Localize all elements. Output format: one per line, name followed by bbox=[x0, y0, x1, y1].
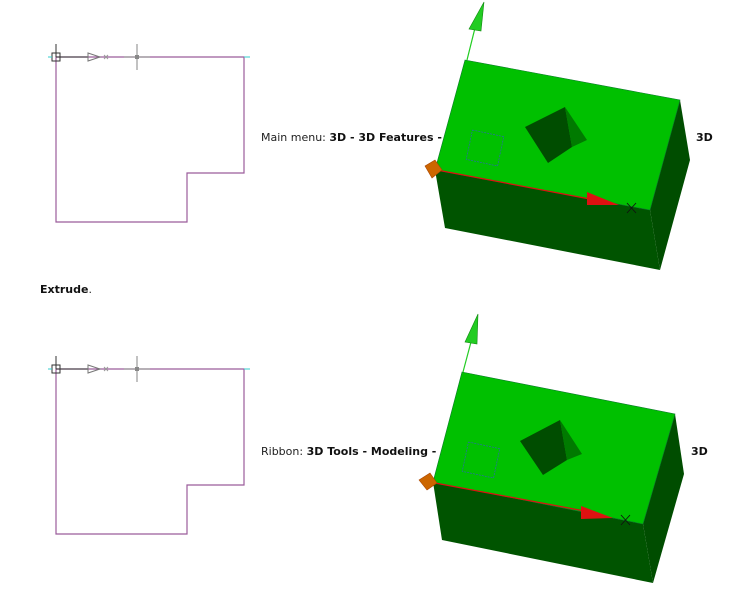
crosshair-cursor-icon bbox=[124, 356, 150, 382]
crosshair-cursor-icon bbox=[124, 44, 150, 70]
y-axis-arrow-icon bbox=[462, 313, 479, 373]
front-face bbox=[433, 482, 653, 583]
y-axis-arrow-icon bbox=[466, 1, 485, 61]
origin-marker-icon bbox=[418, 472, 438, 491]
cursor-x-icon bbox=[620, 514, 631, 526]
extrude-command-name: Extrude bbox=[40, 283, 89, 296]
main-menu-prefix: Main menu: bbox=[261, 131, 330, 144]
l-shaped-profile bbox=[55, 368, 245, 535]
sketch-profile-top bbox=[48, 44, 250, 223]
cursor-x-icon bbox=[626, 202, 637, 214]
main-menu-instruction: Main menu: 3D - 3D Features - bbox=[261, 131, 442, 145]
pyramid-cutout bbox=[525, 107, 587, 163]
extruded-solid-bottom bbox=[418, 313, 684, 583]
right-face bbox=[643, 414, 684, 583]
hidden-square-outline bbox=[465, 129, 505, 167]
front-face bbox=[435, 170, 660, 270]
extrude-command: Extrude. bbox=[40, 283, 92, 297]
x-axis-arrow-icon bbox=[436, 169, 619, 205]
ucs-origin-icon bbox=[48, 356, 102, 374]
pyramid-cutout bbox=[520, 420, 582, 475]
x-mark-icon bbox=[103, 54, 109, 60]
main-menu-suffix-text: 3D bbox=[696, 131, 713, 144]
right-face bbox=[650, 100, 690, 270]
main-menu-path: 3D - 3D Features - bbox=[329, 131, 442, 144]
extruded-solid-top bbox=[424, 1, 690, 270]
extrude-command-punct: . bbox=[88, 283, 92, 296]
sketch-profile-bottom bbox=[48, 356, 250, 535]
origin-marker-icon bbox=[424, 159, 443, 179]
x-mark-icon bbox=[103, 366, 109, 372]
ribbon-suffix: 3D bbox=[691, 445, 708, 459]
ribbon-path: 3D Tools - Modeling - bbox=[306, 445, 437, 458]
x-axis-arrow-icon bbox=[434, 482, 613, 519]
ribbon-suffix-text: 3D bbox=[691, 445, 708, 458]
ribbon-prefix: Ribbon: bbox=[261, 445, 307, 458]
l-shaped-profile bbox=[55, 56, 245, 223]
ucs-origin-icon bbox=[48, 44, 102, 62]
main-menu-suffix: 3D bbox=[696, 131, 713, 145]
ribbon-instruction: Ribbon: 3D Tools - Modeling - bbox=[261, 445, 436, 459]
